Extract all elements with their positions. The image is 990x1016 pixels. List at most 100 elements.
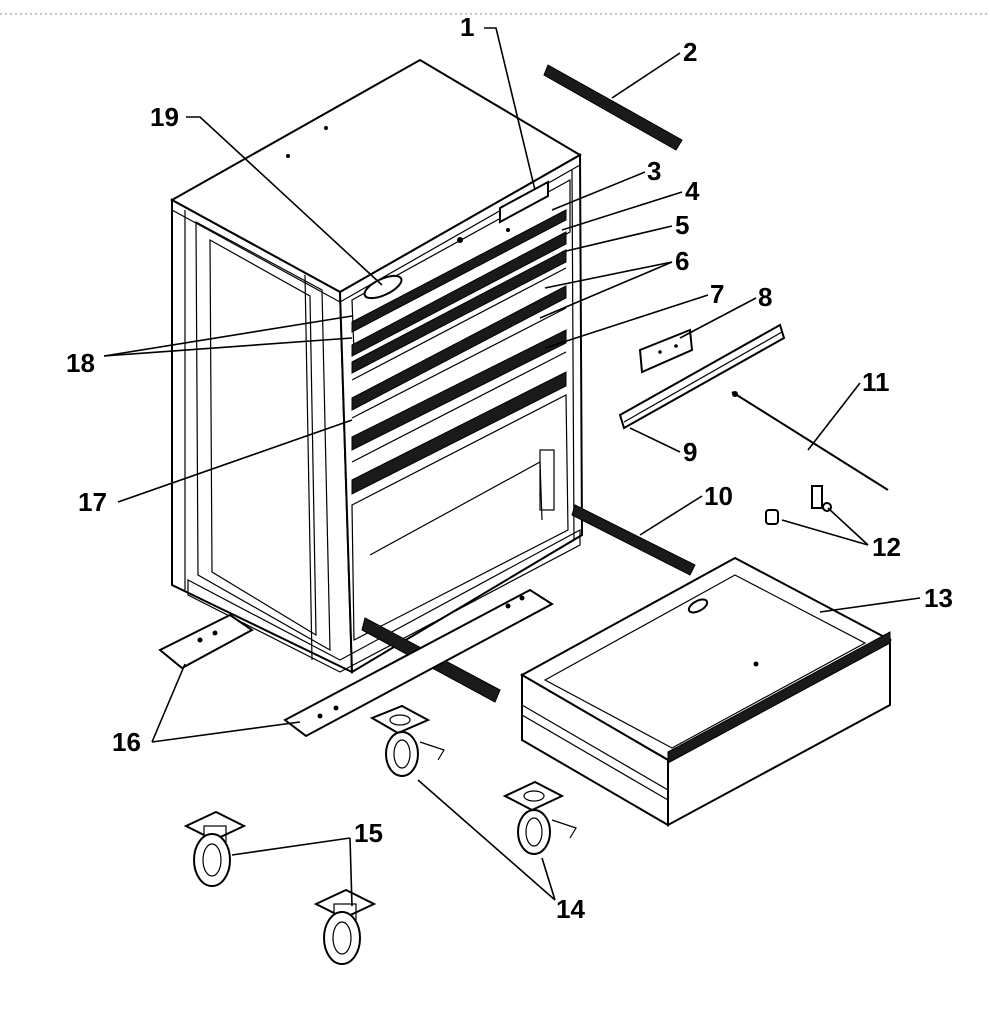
leader-14b <box>541 857 556 901</box>
caster-14a-wheel <box>385 731 419 777</box>
leader-6a <box>544 261 673 289</box>
leader-16a <box>151 663 186 743</box>
caster-15a-hub <box>202 843 222 877</box>
rail-2 <box>543 64 683 151</box>
plate-16-a <box>158 613 254 670</box>
leader-4 <box>561 191 683 231</box>
leader-16b <box>151 721 301 743</box>
drawer-divider-2 <box>351 307 567 419</box>
drawer-handle-strip-5 <box>351 329 567 451</box>
caster-14b-brake <box>551 819 577 839</box>
callout-8: 8 <box>758 282 772 312</box>
leader-6b <box>539 261 673 319</box>
leader-19 <box>186 116 383 286</box>
leader-2 <box>611 52 681 99</box>
drawer-13-handle <box>521 703 669 802</box>
bracket-8-hole-1 <box>658 350 662 354</box>
drawer-13-inner <box>543 574 867 749</box>
plate-16-b-hole-2 <box>333 705 339 711</box>
key-hole <box>457 237 463 243</box>
leader-13 <box>819 597 921 613</box>
part-14-caster-a <box>369 704 445 777</box>
callout-1: 1 <box>460 12 474 42</box>
plate-16-b <box>283 588 554 738</box>
callout-2: 2 <box>683 37 697 67</box>
part-13-drawer <box>519 556 893 827</box>
plate-16-a-hole-2 <box>212 630 218 636</box>
callout-5: 5 <box>675 210 689 240</box>
left-side-panel-recess <box>209 238 317 637</box>
caster-14a-brake <box>419 741 445 761</box>
drawer-handle-strip-4 <box>351 285 567 411</box>
callout-labels: 1 2 3 4 5 6 7 8 9 10 11 12 13 14 15 16 1… <box>66 12 953 924</box>
drawer-handle-strip-6 <box>351 371 567 495</box>
rod-11-end <box>732 391 738 397</box>
part-12-fasteners <box>765 485 832 525</box>
caster-15b-wheel <box>323 911 361 965</box>
drawer-13-rail <box>667 631 891 764</box>
drawer-divider-3 <box>351 351 567 463</box>
leader-11 <box>807 382 861 451</box>
drawer-13-hole <box>753 661 759 667</box>
rod-11 <box>731 391 889 491</box>
callout-11: 11 <box>862 367 890 397</box>
callout-19: 19 <box>150 102 179 132</box>
nameplate <box>499 180 549 224</box>
part-2-rail <box>543 64 683 151</box>
rail-9-groove <box>623 331 783 423</box>
callout-12: 12 <box>872 532 901 562</box>
tool-cabinet <box>169 58 584 674</box>
plate-16-b-hole-1 <box>317 713 323 719</box>
caster-15b-hub <box>332 921 352 955</box>
drawer-divider-1 <box>351 267 567 381</box>
plate-16-b-hole-3 <box>505 603 511 609</box>
leader-9 <box>629 427 681 453</box>
plate-16-a-hole-1 <box>197 637 203 643</box>
caster-14b-swivel <box>523 790 545 802</box>
callout-18: 18 <box>66 348 95 378</box>
leader-lines <box>103 27 921 907</box>
leader-15b <box>349 837 353 907</box>
callout-16: 16 <box>112 727 141 757</box>
leader-14a <box>417 779 556 901</box>
fastener-12-a <box>765 509 779 525</box>
callout-10: 10 <box>704 481 733 511</box>
caster-14a-plate <box>369 704 431 735</box>
drawer-handle-strip-1 <box>351 209 567 333</box>
fastener-12-b <box>811 485 823 509</box>
callout-14: 14 <box>556 894 585 924</box>
caster-14b-hub <box>525 817 543 847</box>
lock-cylinder <box>363 274 403 300</box>
top-screw-2 <box>286 154 290 158</box>
bracket-8-hole-2 <box>674 344 678 348</box>
caster-14a-hub <box>393 739 411 769</box>
bay-rail-bracket <box>539 449 555 511</box>
leader-18a <box>103 315 353 357</box>
part-11-rod <box>731 391 889 491</box>
leader-12a <box>781 519 869 546</box>
caster-14a-swivel <box>389 714 411 726</box>
callout-17: 17 <box>78 487 107 517</box>
callout-3: 3 <box>647 156 661 186</box>
part-15-caster-a <box>183 810 247 887</box>
plate-16-b-hole-4 <box>519 595 525 601</box>
leader-15a <box>231 837 351 856</box>
callout-7: 7 <box>710 279 724 309</box>
part-16-plates <box>158 588 554 738</box>
top-drawer-face <box>351 178 571 353</box>
callout-15: 15 <box>354 818 383 848</box>
leader-17 <box>117 419 353 503</box>
drawer-handle-strip-3 <box>351 249 567 374</box>
part-14-caster-b <box>502 780 577 855</box>
rail-9 <box>618 323 786 430</box>
cabinet-base-frame <box>187 528 581 673</box>
slide-10 <box>571 504 696 576</box>
part-9-rail <box>618 323 786 430</box>
drawer-13-catch <box>687 598 709 614</box>
caster-15a-wheel <box>193 833 231 887</box>
front-right-edge <box>571 169 575 541</box>
bottom-drawer-bay <box>351 394 569 641</box>
leader-3 <box>551 171 646 211</box>
callout-9: 9 <box>683 437 697 467</box>
